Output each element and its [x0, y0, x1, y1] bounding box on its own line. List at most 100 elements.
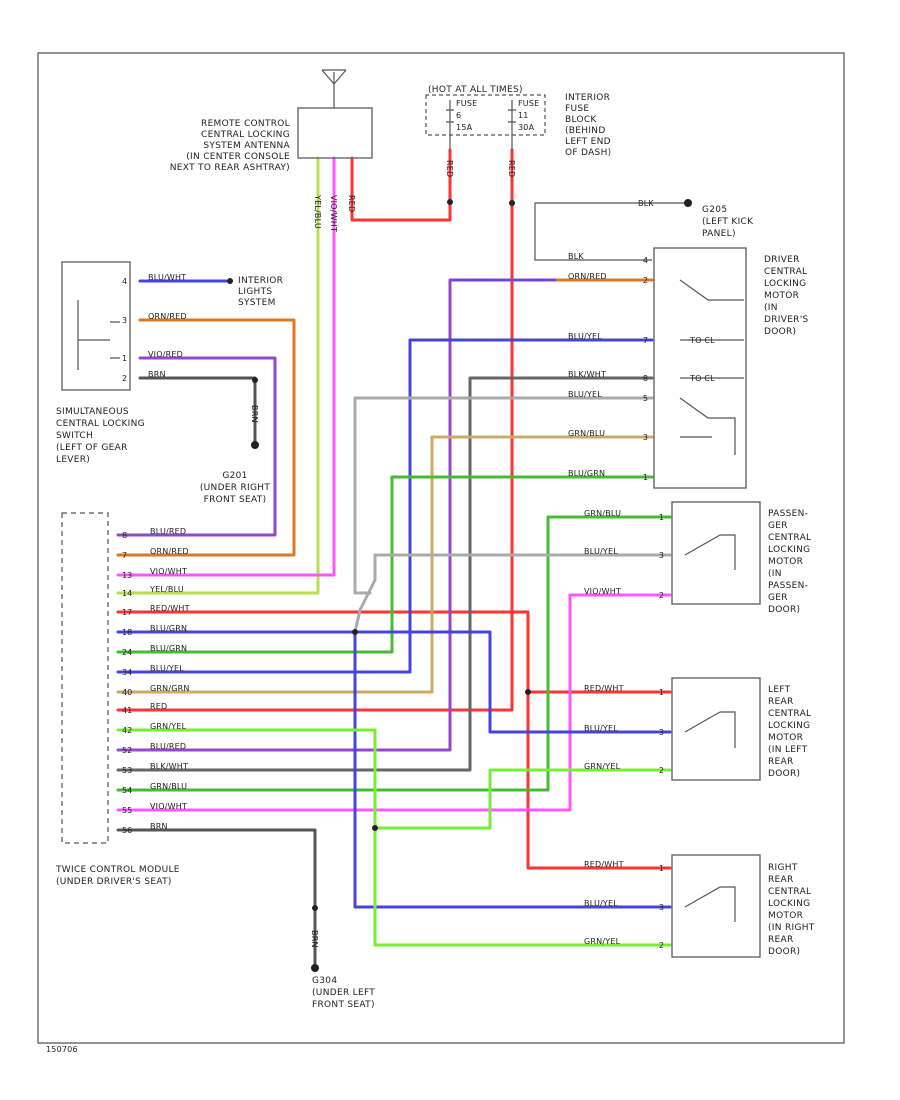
interior-lights-label-1: LIGHTS — [238, 287, 272, 297]
interior-lights-label-2: SYSTEM — [238, 298, 276, 308]
driver-motor-label-4: (IN — [764, 303, 778, 313]
module-pin-41: 41 — [122, 706, 132, 715]
module-pin-54: 54 — [122, 786, 132, 795]
module-pin-8: 8 — [122, 531, 127, 540]
pass-wire-label-0: GRN/BLU — [584, 509, 621, 518]
right-rear-motor — [671, 854, 761, 958]
ground-g201-dot — [251, 441, 259, 449]
antenna-icon — [321, 69, 347, 108]
splice-green-dot — [372, 825, 378, 831]
fuse-6-icon — [446, 100, 454, 150]
fuse-11-icon — [508, 100, 516, 150]
wire-pass-blu-yel — [353, 553, 672, 634]
antenna-label-1: CENTRAL LOCKING — [201, 130, 290, 140]
module-wire-label-9: RED — [150, 702, 167, 711]
pass-motor-label-5: (IN — [768, 569, 782, 579]
fuse6-label-0: FUSE — [456, 99, 477, 108]
driver-motor-label-3: MOTOR — [764, 291, 799, 301]
rr-motor-label-5: (IN RIGHT — [768, 923, 815, 933]
driver-pin-4: 4 — [643, 256, 648, 265]
pass-motor-label-2: CENTRAL — [768, 533, 811, 543]
lr-motor-label-7: DOOR) — [768, 769, 800, 779]
g201-label-2: FRONT SEAT) — [204, 495, 267, 505]
switch-label-1: CENTRAL LOCKING — [56, 419, 145, 429]
driver-wire-label-4: BLU/YEL — [568, 390, 602, 399]
lr-motor-label-1: REAR — [768, 697, 794, 707]
pass-motor-switch — [684, 534, 736, 570]
fuse-block-label-2: BLOCK — [565, 115, 597, 125]
pass-wire-label-1: BLU/YEL — [584, 547, 618, 556]
wire-module42-grn-yel — [116, 728, 672, 947]
module-label-1: (UNDER DRIVER'S SEAT) — [56, 877, 172, 887]
module-wire-label-15: BRN — [150, 822, 168, 831]
fuse11-label-0: FUSE — [518, 99, 539, 108]
left-rear-motor — [671, 677, 761, 781]
ground-g205-dot — [684, 199, 692, 207]
g205-label-0: G205 — [702, 205, 727, 215]
lr-pin-2: 2 — [659, 766, 664, 775]
module-pin-24: 24 — [122, 648, 132, 657]
module-pin-52: 52 — [122, 746, 132, 755]
wire-fuse11-red — [116, 148, 514, 712]
module-pin-18: 18 — [122, 628, 132, 637]
fuse-block-label-3: (BEHIND — [565, 126, 606, 136]
wire-pass-vio-wht — [116, 593, 672, 812]
g201-wire-label: BRN — [250, 405, 259, 423]
fuse-block-label-1: FUSE — [565, 104, 589, 114]
wire-lr-grn-yel — [373, 768, 672, 830]
central-locking-switch — [61, 261, 131, 391]
interior-lights-label-0: INTERIOR — [238, 276, 283, 286]
hot-at-all-times-label: (HOT AT ALL TIMES) — [428, 85, 523, 95]
wire-driver-grn-blu — [116, 435, 654, 694]
module-pin-40: 40 — [122, 688, 132, 697]
driver-internal-0: TO CL — [689, 336, 715, 345]
driver-wire-label-5: GRN/BLU — [568, 429, 605, 438]
driver-motor-label-0: DRIVER — [764, 255, 800, 265]
driver-motor — [653, 247, 747, 489]
antenna-box — [297, 107, 373, 159]
wire-g205-blk — [534, 202, 685, 261]
module-wire-label-5: BLU/GRN — [150, 624, 187, 633]
g201-label-0: G201 — [222, 471, 247, 481]
fuse11-label-2: 30A — [518, 123, 535, 132]
rr-motor-label-2: CENTRAL — [768, 887, 811, 897]
pass-motor-box — [671, 501, 761, 605]
driver-pin-3: 3 — [643, 433, 648, 442]
splice-red3-dot — [525, 689, 531, 695]
g304-wire-label: BRN — [310, 930, 319, 948]
antenna-label-0: REMOTE CONTROL — [201, 119, 290, 129]
fuse-block-label-4: LEFT END — [565, 137, 611, 147]
rr-motor-switch — [684, 886, 736, 922]
ground-g304-dot — [311, 964, 319, 972]
module-wire-label-8: GRN/GRN — [150, 684, 190, 693]
rr-motor-box — [671, 854, 761, 958]
lr-pin-1: 1 — [659, 688, 664, 697]
rr-wire-label-0: RED/WHT — [584, 860, 624, 869]
module-wire-label-0: BLU/RED — [150, 527, 186, 536]
driver-motor-switch — [679, 279, 744, 455]
fuse6-wire-label: RED — [445, 160, 454, 177]
wire-driver-blu-grn — [116, 475, 654, 654]
rr-motor-label-1: REAR — [768, 875, 794, 885]
pass-motor-label-0: PASSEN- — [768, 509, 808, 519]
driver-motor-box — [653, 247, 747, 489]
module-pin-53: 53 — [122, 766, 132, 775]
module-label-0: TWICE CONTROL MODULE — [55, 865, 180, 875]
lr-motor-label-3: LOCKING — [768, 721, 810, 731]
antenna-wire-label-1: VIO/WHT — [329, 195, 338, 232]
rr-motor-label-4: MOTOR — [768, 911, 803, 921]
fuse11-label-1: 11 — [518, 111, 529, 120]
switch-pin-1: 1 — [122, 354, 127, 363]
fuse-block-outline — [425, 94, 546, 136]
rr-motor-label-7: DOOR) — [768, 947, 800, 957]
lr-motor-label-0: LEFT — [768, 685, 791, 695]
wire-antenna-vio-wht — [116, 156, 336, 577]
module-pin-17: 17 — [122, 608, 132, 617]
driver-motor-label-6: DOOR) — [764, 327, 796, 337]
pass-pin-2: 2 — [659, 591, 664, 600]
module-wire-label-11: BLU/RED — [150, 742, 186, 751]
driver-wire-labels: 4BLK2ORN/RED7BLU/YEL8BLK/WHT5BLU/YEL3GRN… — [568, 252, 648, 482]
